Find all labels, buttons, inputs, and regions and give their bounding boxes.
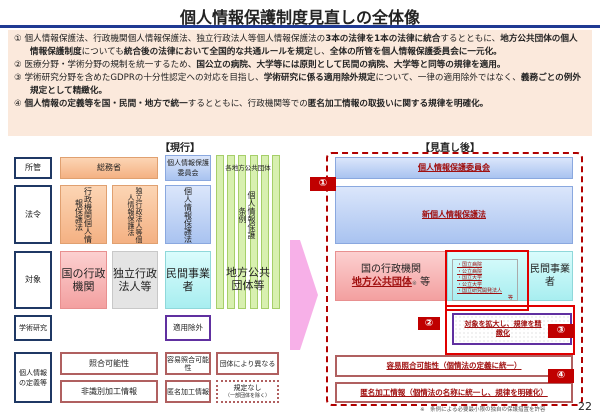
summary-text: 地方公共団体の個人情報保護制度 xyxy=(30,34,578,57)
badge-3: ③ xyxy=(548,324,574,338)
revised-target-local: 地方公共団体 xyxy=(351,276,412,288)
summary-text: 3本の法律を1本の法律に統合 xyxy=(325,34,441,44)
public-institutions-list: ・国立病院・公立病院・国立大学・公立大学・国立研究開発法人等 xyxy=(452,259,518,301)
revised-def2: 匿名加工情報（個情法の名称に統一し、規律を明確化） xyxy=(335,382,573,403)
public-institution: ・公立大学 xyxy=(457,281,483,288)
public-institution: ・国立大学 xyxy=(457,275,483,281)
target-private: 民間事業者 xyxy=(165,251,211,309)
page-number: 22 xyxy=(578,400,592,413)
summary-number: ③ xyxy=(14,73,25,83)
revised-target-suffix: 等 xyxy=(420,276,431,288)
law-ordinance: 個人情報保護条例 xyxy=(232,190,262,240)
summary-text: するとともに、 xyxy=(440,34,501,44)
arrow-icon xyxy=(290,240,318,350)
ppc-box: 個人情報保護委員会 xyxy=(165,155,211,181)
target-iai: 独立行政法人等 xyxy=(112,251,158,309)
research-highlight xyxy=(445,305,575,355)
revised-heading: 【見直し後】 xyxy=(420,143,480,154)
def-none-note: （一部団体を除く） xyxy=(224,392,270,399)
summary-text: するとともに、行政機関等での xyxy=(187,99,308,109)
summary-box: ① 個人情報保護法、行政機関個人情報保護法、独立行政法人等個人情報保護法の3本の… xyxy=(8,30,592,136)
law-admin: 行政機関個人情報保護法 xyxy=(60,185,107,244)
summary-text: 義務ごとの例外規定として精緻化。 xyxy=(30,73,581,96)
local-stripes xyxy=(216,155,280,309)
law-iai-text: 独立行政法人等個人情報保護法 xyxy=(127,186,143,243)
badge-4: ④ xyxy=(548,369,574,383)
badge-1: ① xyxy=(310,177,336,191)
law-ordinance-text: 個人情報保護条例 xyxy=(238,191,256,239)
public-highlight xyxy=(445,250,529,311)
revised-target-gov: 国の行政機関 xyxy=(361,263,421,275)
page-title: 個人情報保護制度見直しの全体像 xyxy=(179,8,420,27)
research-exempt: 適用除外 xyxy=(165,315,211,341)
public-institution: ・国立研究開発法人 xyxy=(457,288,503,294)
summary-text: 個人情報保護法、行政機関個人情報保護法、独立行政法人等個人情報保護法の xyxy=(24,34,326,44)
row-label-law: 法令 xyxy=(14,185,52,244)
public-institution: ・国立病院 xyxy=(457,262,483,268)
summary-item: ④ 個人情報の定義等を国・民間・地方で統一するとともに、行政機関等での匿名加工情… xyxy=(14,98,586,111)
revised-law: 新個人情報保護法 xyxy=(335,186,573,244)
footnote: ※ 条例による必要最小限の独自の保護措置を許容 xyxy=(420,407,546,413)
def-easy-collation: 容易照合可能性 xyxy=(165,352,211,375)
def-varies: 団体により異なる xyxy=(216,352,279,375)
local-gov-label: 各地方公共団体 xyxy=(225,164,271,172)
revised-target-public: 国の行政機関 地方公共団体※ 等 xyxy=(335,251,447,301)
revised-research-text: 対象を拡大し、規律を精緻化 xyxy=(464,320,542,337)
revised-private-label: 民間事業者 xyxy=(530,264,570,288)
mic-box: 総務省 xyxy=(60,157,158,179)
summary-text: 学術研究分野を含めたGDPRの十分性認定への対応を目指し、 xyxy=(24,73,264,83)
summary-text: し、 xyxy=(312,47,330,57)
target-local: 地方公共団体等 xyxy=(226,266,270,292)
badge-2: ② xyxy=(418,317,440,330)
law-admin-text: 行政機関個人情報保護法 xyxy=(74,186,93,243)
summary-text: 国公立の病院、大学等には原則として民間の病院、大学等と同等の規律を適用。 xyxy=(196,60,506,70)
def-none: 規定なし （一部団体を除く） xyxy=(216,380,279,403)
law-appi: 個人情報保護法 xyxy=(165,185,211,244)
def-anonymized: 匿名加工情報 xyxy=(165,380,211,403)
current-heading: 【現行】 xyxy=(160,143,200,154)
revised-commission: 個人情報保護委員会 xyxy=(335,157,573,179)
row-label-jurisdiction: 所管 xyxy=(14,157,52,179)
summary-item: ① 個人情報保護法、行政機関個人情報保護法、独立行政法人等個人情報保護法の3本の… xyxy=(14,33,586,59)
summary-item: ③ 学術研究分野を含めたGDPRの十分性認定への対応を目指し、学術研究に係る適用… xyxy=(14,72,586,98)
row-label-definition: 個人情報の定義等 xyxy=(14,352,52,403)
def-collation: 照合可能性 xyxy=(60,352,158,375)
summary-text: についても xyxy=(81,47,124,57)
revised-frame xyxy=(326,152,583,406)
revised-def1: 容易照合可能性（個情法の定義に統一） xyxy=(335,355,573,377)
summary-text: 医療分野・学術分野の規制を統一するため、 xyxy=(24,60,197,70)
summary-text: について、一律の適用除外ではなく、 xyxy=(375,73,521,83)
public-institution: ・公立病院 xyxy=(457,268,483,275)
law-iai: 独立行政法人等個人情報保護法 xyxy=(112,185,158,244)
summary-number: ④ xyxy=(14,99,25,109)
row-label-target: 対象 xyxy=(14,251,52,309)
summary-text: 全体の所管を個人情報保護委員会に一元化。 xyxy=(329,47,502,57)
summary-text: 個人情報の定義等を国・民間・地方で統一 xyxy=(24,99,188,109)
def-nonident: 非識別加工情報 xyxy=(60,380,158,403)
law-appi-text: 個人情報保護法 xyxy=(183,186,193,243)
footnote-mark: ※ xyxy=(411,279,417,287)
summary-number: ② xyxy=(14,60,25,70)
title-rule xyxy=(0,25,600,28)
row-label-research: 学術研究 xyxy=(14,315,52,341)
summary-text: 匿名加工情報の取扱いに関する規律を明確化。 xyxy=(307,99,489,109)
summary-text: 統合後の法律において全国的な共通ルールを規定 xyxy=(123,47,313,57)
summary-item: ② 医療分野・学術分野の規制を統一するため、国公立の病院、大学等には原則として民… xyxy=(14,59,586,72)
summary-text: 学術研究に係る適用除外規定 xyxy=(263,73,376,83)
def-none-text: 規定なし xyxy=(233,383,262,392)
target-gov: 国の行政機関 xyxy=(60,251,107,309)
summary-number: ① xyxy=(14,34,25,44)
public-list-suffix: 等 xyxy=(507,294,513,301)
